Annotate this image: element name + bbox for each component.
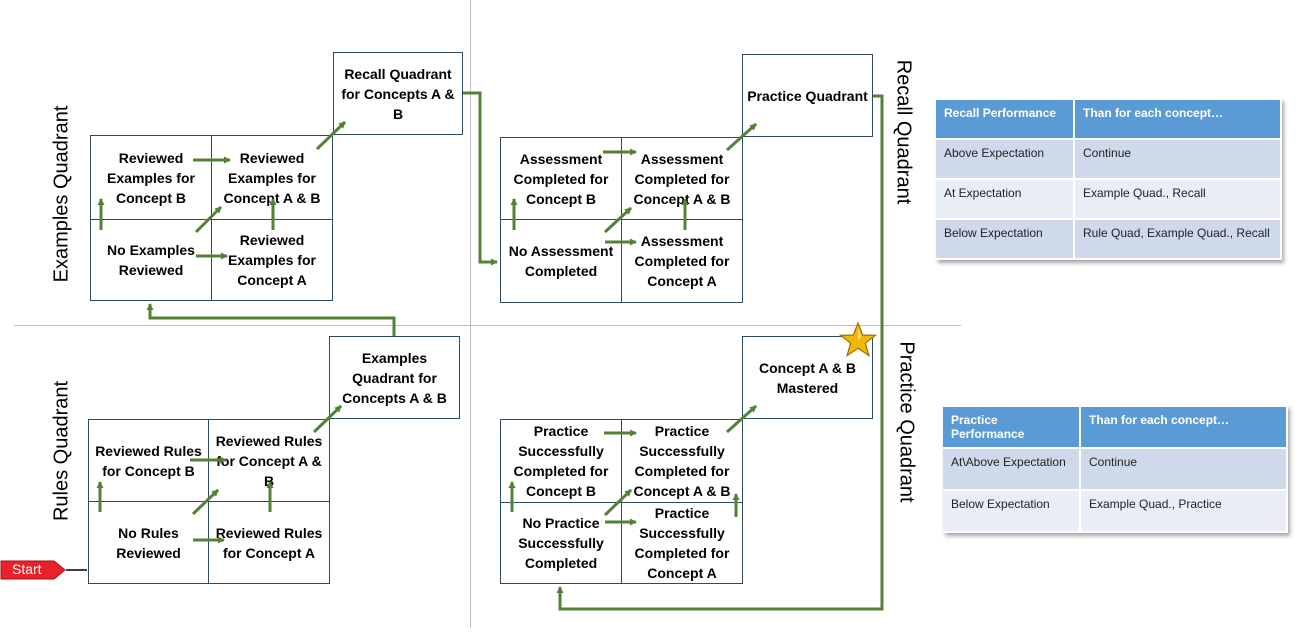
recall-table-cell: Rule Quad, Example Quad., Recall xyxy=(1075,220,1282,258)
recall-table-cell: Continue xyxy=(1075,140,1282,178)
practice-completed-b-box: Practice Successfully Completed for Conc… xyxy=(500,419,622,503)
practice-table-cell: At\Above Expectation xyxy=(943,449,1081,489)
recall-table-cell: Below Expectation xyxy=(936,220,1075,258)
recall-quadrant-ab-box: Recall Quadrant for Concepts A & B xyxy=(333,52,463,135)
recall-completed-a-box: Assessment Completed for Concept A xyxy=(621,219,743,303)
connector-recall-box-to-recall-quadrant xyxy=(463,91,498,266)
star-icon xyxy=(839,322,877,358)
arrow-ex-to-recall xyxy=(315,120,347,151)
examples-reviewed-b-box: Reviewed Examples for Concept B xyxy=(90,135,212,220)
horizontal-divider xyxy=(14,325,961,326)
practice-table-cell: Continue xyxy=(1081,449,1288,489)
recall-table-cell: At Expectation xyxy=(936,180,1075,218)
examples-quadrant-ab-box: Examples Quadrant for Concepts A & B xyxy=(329,336,460,419)
recall-none-box: No Assessment Completed xyxy=(500,219,622,303)
practice-completed-a-box: Practice Successfully Completed for Conc… xyxy=(621,502,743,584)
start-arrow-icon xyxy=(0,560,66,580)
rules-reviewed-a-box: Reviewed Rules for Concept A xyxy=(208,501,330,584)
recall-completed-ab-box: Assessment Completed for Concept A & B xyxy=(621,137,743,220)
connector-examples-box-to-examples-quadrant xyxy=(146,303,396,336)
recall-performance-table: Recall Performance Than for each concept… xyxy=(936,98,1282,260)
recall-table-cell: Example Quad., Recall xyxy=(1075,180,1282,218)
recall-table-header-performance: Recall Performance xyxy=(936,100,1075,138)
connector-practice-box-to-practice-quadrant xyxy=(556,94,884,611)
arrow-ex-diag xyxy=(194,205,223,234)
arrow-rc-diag xyxy=(603,206,633,234)
practice-table-header-action: Than for each concept… xyxy=(1081,407,1288,447)
practice-performance-table: Practice Performance Than for each conce… xyxy=(943,405,1288,533)
arrow-ru-diag xyxy=(191,488,220,516)
recall-completed-b-box: Assessment Completed for Concept B xyxy=(500,137,622,220)
arrow-ru-to-examples xyxy=(312,404,343,434)
practice-table-cell: Below Expectation xyxy=(943,491,1081,531)
arrow-pr-diag xyxy=(603,488,633,517)
rules-none-box: No Rules Reviewed xyxy=(88,501,209,584)
practice-table-header-performance: Practice Performance xyxy=(943,407,1081,447)
practice-quadrant-box: Practice Quadrant xyxy=(742,54,873,137)
arrow-pr-to-mastered xyxy=(725,404,758,434)
practice-table-cell: Example Quad., Practice xyxy=(1081,491,1288,531)
recall-table-header-action: Than for each concept… xyxy=(1075,100,1282,138)
start-label: Start xyxy=(12,561,42,577)
vertical-divider xyxy=(470,0,471,628)
practice-none-box: No Practice Successfully Completed xyxy=(500,502,622,584)
practice-completed-ab-box: Practice Successfully Completed for Conc… xyxy=(621,419,743,503)
arrow-rc-to-practice xyxy=(725,122,758,152)
rules-reviewed-b-box: Reviewed Rules for Concept B xyxy=(88,419,209,502)
recall-table-cell: Above Expectation xyxy=(936,140,1075,178)
